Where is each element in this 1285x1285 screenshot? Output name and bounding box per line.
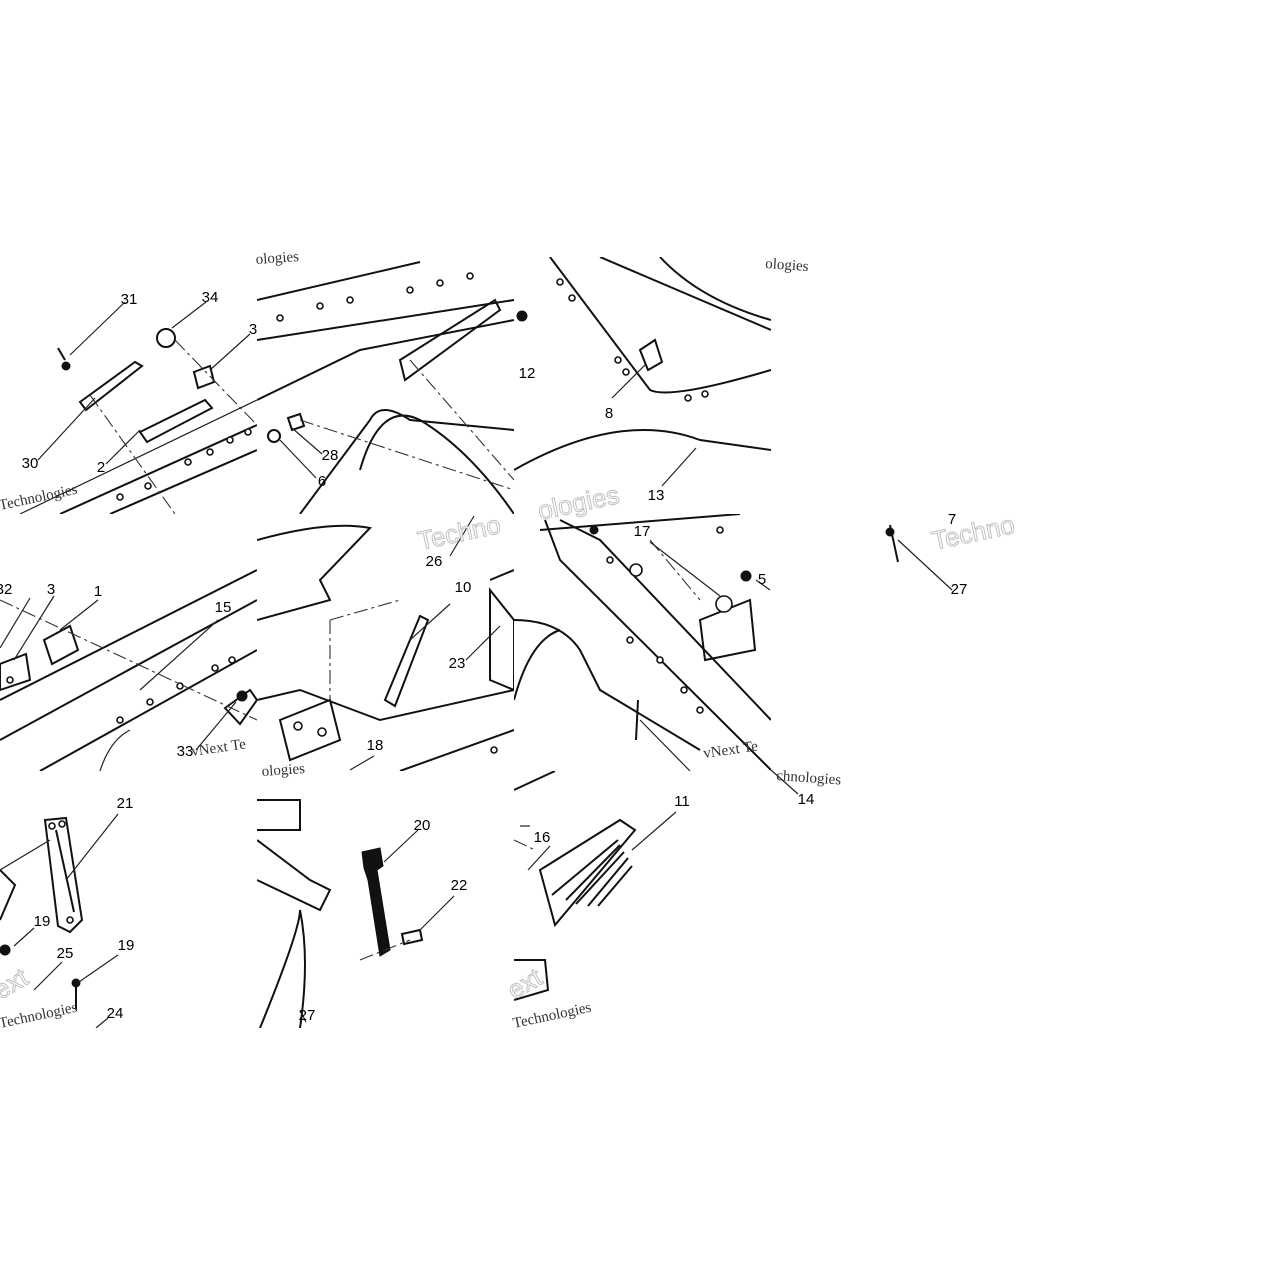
- callout-c31: 31: [121, 291, 138, 308]
- watermark-w12: ext: [0, 961, 34, 1005]
- watermark-w4: Techno: [929, 509, 1017, 556]
- callout-c1: 1: [94, 583, 102, 600]
- watermark-w6: vNext Te: [190, 736, 247, 760]
- callout-c22: 22: [451, 877, 468, 894]
- callout-c16: 16: [534, 829, 551, 846]
- watermarks: TechnologiesTechnoologiesTechnoologiesvN…: [0, 249, 1018, 1032]
- callout-c20b: 20: [414, 817, 431, 834]
- watermark-w13: ologies: [255, 249, 300, 268]
- watermark-w9: Technologies: [0, 1000, 79, 1032]
- callout-c18: 18: [367, 737, 384, 754]
- callout-c17: 17: [634, 523, 651, 540]
- callout-c30: 30: [22, 455, 39, 472]
- callout-c28: 28: [322, 447, 339, 464]
- tile-bottom-left: [0, 813, 119, 1028]
- tile-bottom-center: [257, 799, 455, 1028]
- callout-c12: 12: [519, 365, 536, 382]
- pointer-14: [770, 769, 799, 795]
- watermark-w1: Technologies: [0, 482, 79, 514]
- tile-middle-center: [257, 515, 514, 771]
- callout-c8: 8: [605, 405, 613, 422]
- tile-middle-left: [0, 569, 257, 771]
- callout-c27b: 27: [299, 1007, 316, 1024]
- watermark-w14: ologies: [261, 761, 306, 780]
- callout-c14: 14: [798, 791, 815, 808]
- callout-c23: 23: [449, 655, 466, 672]
- callout-c25: 25: [57, 945, 74, 962]
- callout-c2: 2: [97, 459, 105, 476]
- tile-top-center: [257, 261, 514, 514]
- watermark-w8: chnologies: [776, 768, 842, 789]
- tile-top-left: [19, 301, 257, 514]
- callout-c26: 26: [426, 553, 443, 570]
- watermark-w2: Techno: [415, 509, 503, 556]
- watermark-w5: ologies: [765, 256, 810, 275]
- watermark-w10: Technologies: [512, 1000, 594, 1032]
- rivet-part-right: [885, 524, 953, 591]
- callout-c19b: 19: [118, 937, 135, 954]
- callout-c15: 15: [215, 599, 232, 616]
- callout-c6: 6: [318, 473, 326, 490]
- callout-c11: 11: [674, 793, 690, 810]
- callout-labels: 3134330228612813727175261023323115331814…: [0, 289, 967, 1024]
- callout-c19a: 19: [34, 913, 51, 930]
- callout-c3a: 3: [249, 321, 257, 338]
- callout-c24: 24: [107, 1005, 124, 1022]
- callout-c10: 10: [455, 579, 472, 596]
- callout-c7: 7: [948, 511, 956, 528]
- watermark-w11: ext: [502, 961, 548, 1005]
- callout-c3b: 3: [47, 581, 55, 598]
- callout-c32: 32: [0, 581, 12, 598]
- callout-c13: 13: [648, 487, 665, 504]
- callout-c5: 5: [758, 571, 766, 588]
- callout-c34: 34: [202, 289, 219, 306]
- callout-c27a: 27: [951, 581, 968, 598]
- tile-top-right: [514, 257, 771, 487]
- watermark-w7: vNext Te: [702, 738, 759, 762]
- callout-c33: 33: [177, 743, 194, 760]
- tile-middle-right: [514, 514, 771, 771]
- callout-c21: 21: [117, 795, 134, 812]
- tile-bottom-right: [514, 771, 677, 1001]
- watermark-w3: ologies: [535, 479, 622, 525]
